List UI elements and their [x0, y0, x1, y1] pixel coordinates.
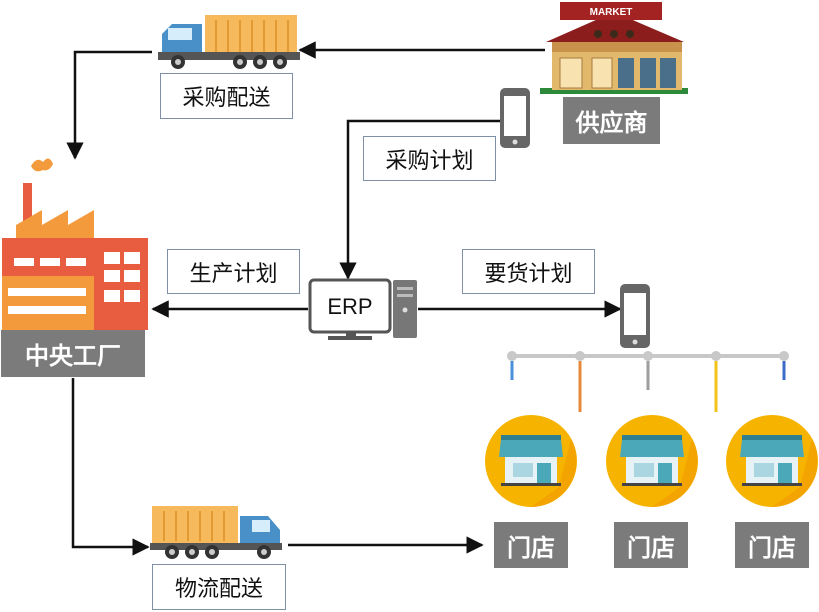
- store-label-1: 门店: [494, 522, 568, 568]
- erp-label: ERP: [327, 294, 372, 319]
- store-icon-3: [726, 415, 818, 507]
- arrow-factory-to-truck: [71, 378, 150, 556]
- arrow-purchase-plan-to-erp: [339, 119, 500, 280]
- supplier-phone-icon: [500, 88, 530, 148]
- market-sign-text: MARKET: [590, 7, 633, 18]
- store-label-2: 门店: [614, 522, 688, 568]
- erp-computer-icon: ERP: [308, 278, 417, 340]
- market-building-icon: MARKET: [540, 2, 688, 94]
- distribution-network: [507, 351, 789, 412]
- arrow-truck-to-factory: [66, 50, 152, 160]
- purchase-truck-icon: [158, 15, 300, 69]
- supplier-label: 供应商: [563, 97, 660, 144]
- factory-label: 中央工厂: [1, 330, 145, 377]
- store-label-3: 门店: [735, 522, 809, 568]
- store-phone-icon: [620, 284, 650, 348]
- store-icon-2: [606, 415, 698, 507]
- connectors: [66, 41, 622, 556]
- purchase-delivery-label: 采购配送: [160, 73, 293, 119]
- production-plan-label: 生产计划: [167, 249, 300, 294]
- order-plan-label: 要货计划: [462, 249, 595, 294]
- logistics-truck-icon: [150, 506, 282, 559]
- logistics-delivery-label: 物流配送: [152, 564, 286, 610]
- factory-icon: [2, 158, 148, 330]
- purchase-plan-label: 采购计划: [363, 136, 496, 181]
- store-icon-1: [485, 415, 577, 507]
